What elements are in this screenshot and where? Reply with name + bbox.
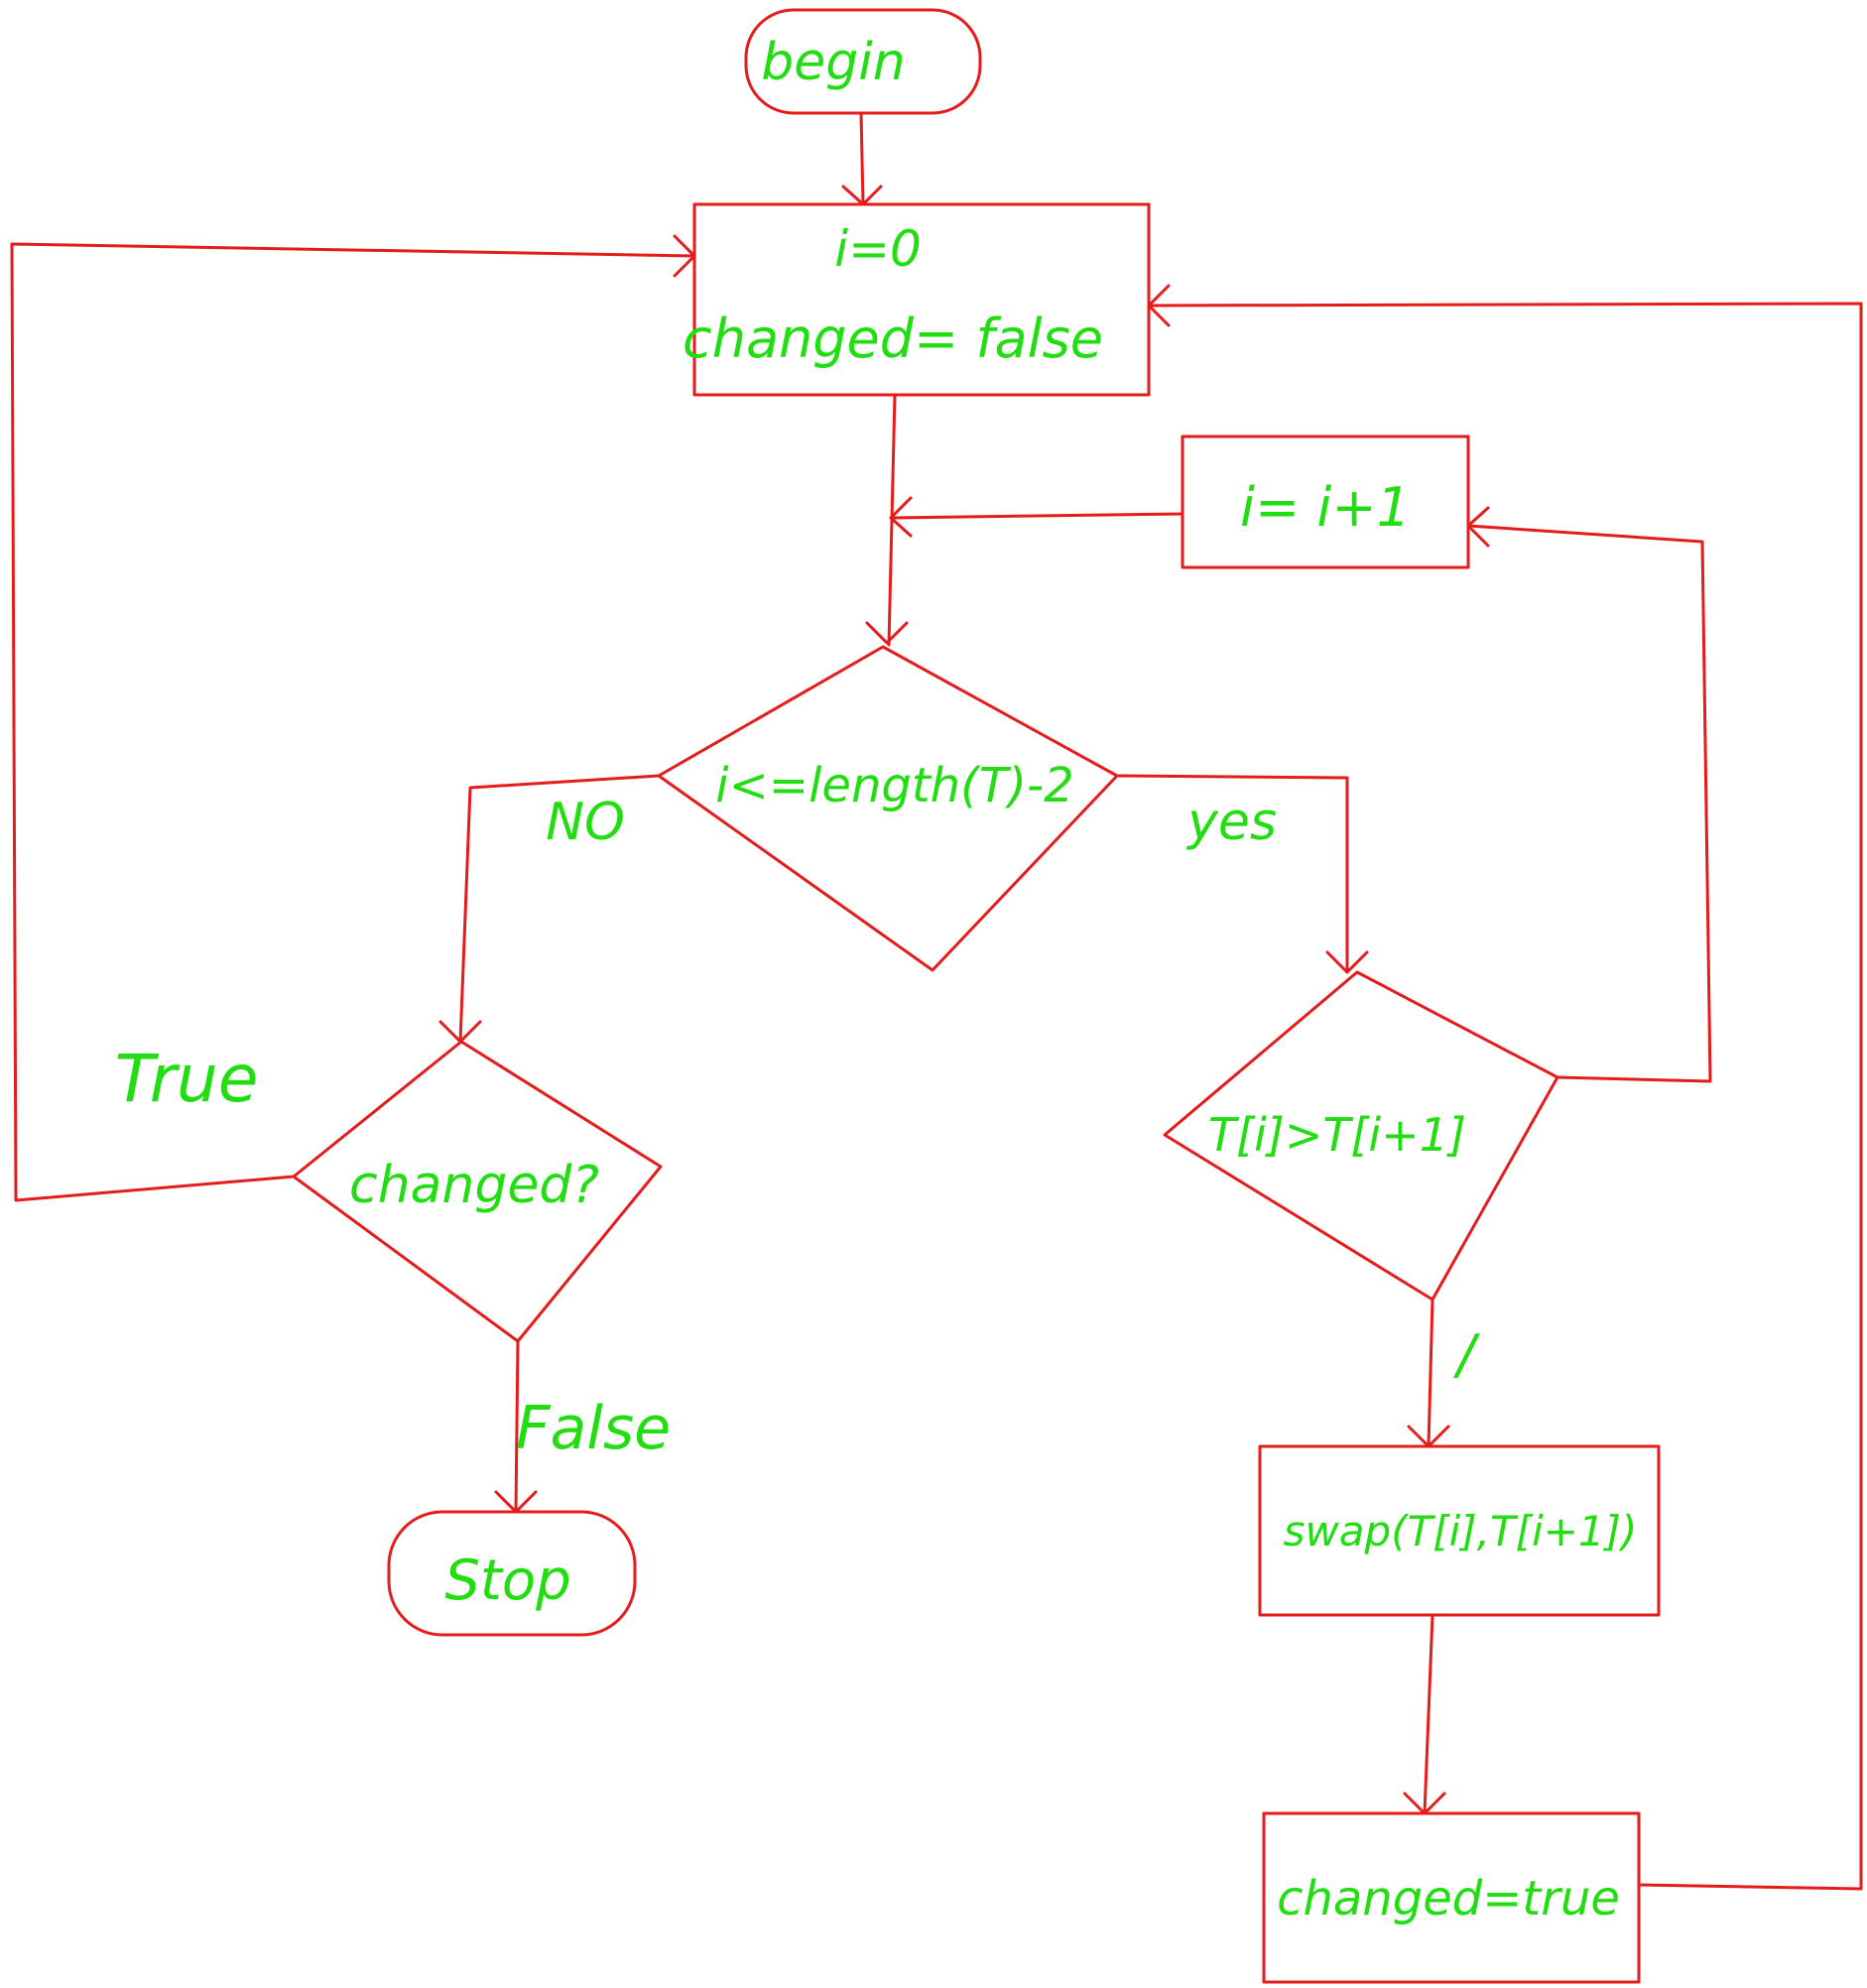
changed-check-label: changed? bbox=[349, 1156, 599, 1215]
loop-condition-label: i<=length(T)-2 bbox=[715, 758, 1073, 813]
arrowhead bbox=[1403, 1792, 1446, 1815]
arrowhead bbox=[1147, 284, 1171, 327]
swap-label: swap(T[i],T[i+1]) bbox=[1284, 1507, 1638, 1555]
swap-node[interactable]: swap(T[i],T[i+1]) bbox=[1258, 1444, 1661, 1617]
edge-label-no: NO bbox=[546, 793, 625, 852]
edge-label-true: True bbox=[115, 1041, 259, 1117]
init-label-line1: i=0 bbox=[834, 220, 922, 278]
compare-label: T[i]>T[i+1] bbox=[1208, 1108, 1466, 1162]
compare-node[interactable]: T[i]>T[i+1] bbox=[1163, 970, 1559, 1302]
set-changed-process-shape bbox=[1262, 1811, 1641, 1984]
edge-increment-to-loop-line bbox=[889, 496, 1184, 538]
edge-label-yes: yes bbox=[1185, 793, 1277, 852]
edge-loop-no-to-changed-check bbox=[438, 774, 661, 1044]
set-changed-label: changed=true bbox=[1277, 1871, 1620, 1926]
init-process-shape bbox=[692, 202, 1151, 397]
edge-label-compare-true: / bbox=[1453, 1323, 1481, 1386]
begin-terminal-shape bbox=[744, 8, 982, 115]
increment-label: i= i+1 bbox=[1240, 476, 1411, 539]
arrowhead bbox=[1407, 1425, 1450, 1448]
loop-condition-node[interactable]: i<=length(T)-2 bbox=[657, 645, 1119, 972]
swap-process-shape bbox=[1258, 1444, 1661, 1617]
arrowhead bbox=[841, 185, 883, 206]
init-label-line2: changed= false bbox=[683, 308, 1103, 370]
begin-node[interactable]: begin bbox=[744, 8, 982, 115]
begin-label: begin bbox=[761, 33, 905, 92]
arrowhead bbox=[865, 621, 909, 645]
arrowhead bbox=[889, 496, 913, 538]
edge-begin-to-init bbox=[841, 111, 883, 206]
arrowhead bbox=[673, 234, 696, 278]
stop-terminal-shape bbox=[387, 1510, 637, 1637]
edge-changed-false-to-stop bbox=[494, 1339, 538, 1514]
edge-changed-true-to-init bbox=[10, 234, 696, 1202]
increment-node[interactable]: i= i+1 bbox=[1181, 435, 1470, 569]
arrowhead bbox=[1325, 950, 1369, 974]
edge-loop-yes-to-compare bbox=[1115, 774, 1369, 974]
arrowhead bbox=[438, 1020, 482, 1044]
edge-swap-to-set-changed bbox=[1403, 1613, 1446, 1815]
increment-process-shape bbox=[1181, 435, 1470, 569]
set-changed-node[interactable]: changed=true bbox=[1262, 1811, 1641, 1984]
arrowhead bbox=[494, 1490, 538, 1514]
arrowhead bbox=[1466, 506, 1490, 548]
edge-compare-true-to-swap bbox=[1407, 1298, 1450, 1448]
stop-label: Stop bbox=[444, 1549, 570, 1613]
stop-node[interactable]: Stop bbox=[387, 1510, 637, 1637]
edge-compare-false-to-increment bbox=[1466, 506, 1712, 1083]
init-node[interactable]: i=0 changed= false bbox=[683, 202, 1151, 397]
edge-label-false: False bbox=[516, 1394, 671, 1463]
changed-check-node[interactable]: changed? bbox=[292, 1040, 663, 1343]
loop-condition-decision-shape bbox=[657, 645, 1119, 972]
edge-set-changed-to-init bbox=[1147, 284, 1863, 1891]
edge-init-to-loop-condition bbox=[865, 393, 909, 647]
